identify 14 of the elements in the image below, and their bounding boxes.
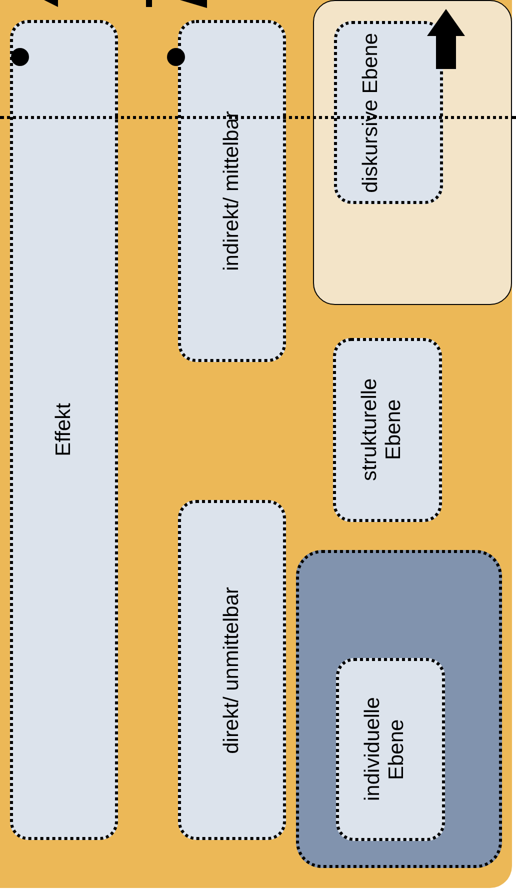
card-label: direkt/ unmittelbar — [220, 586, 244, 754]
group-panel — [313, 0, 512, 305]
card-label: diskursive Ebene — [358, 32, 382, 192]
card-label: indirekt/ mittelbar — [220, 111, 244, 271]
label-card — [10, 20, 118, 840]
label-card — [334, 21, 443, 204]
label-card — [178, 500, 286, 840]
label-card — [336, 658, 445, 841]
label-card — [178, 20, 286, 362]
label-card — [333, 338, 442, 522]
card-label: individuelle Ebene — [360, 696, 409, 804]
card-label: Effekt — [52, 403, 76, 457]
card-label: strukturelle Ebene — [358, 378, 406, 484]
group-panel — [296, 550, 502, 868]
